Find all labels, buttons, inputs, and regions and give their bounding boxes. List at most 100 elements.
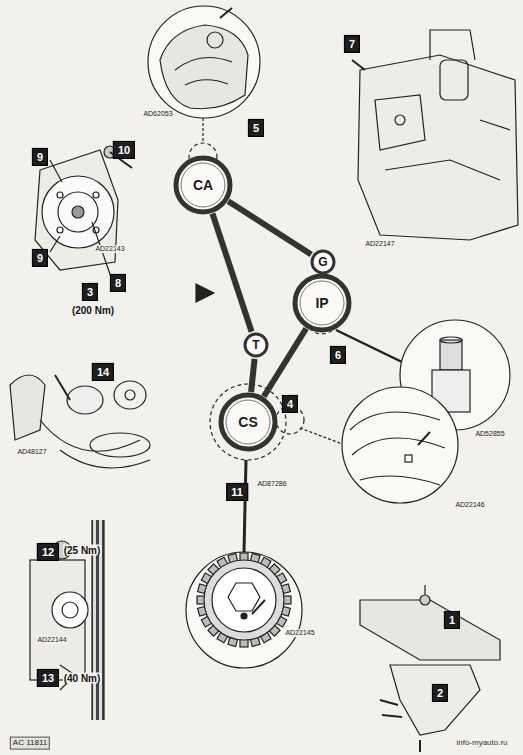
- drawing-stroke: [55, 375, 70, 400]
- drawing-stroke: [202, 118, 203, 142]
- drawing-stroke: [418, 432, 430, 445]
- drawing-stroke: [440, 337, 462, 343]
- pulley-label: CA: [193, 177, 213, 193]
- pulley: T: [242, 331, 270, 359]
- callout-number: 10: [113, 141, 135, 159]
- drawing-stroke: [207, 32, 223, 48]
- pulley-rim: [221, 395, 275, 449]
- torque-value: (25 Nm): [63, 545, 102, 556]
- cover-brackets: [360, 585, 500, 752]
- figure-code: AD87286: [256, 480, 287, 488]
- drawing-stroke: [148, 6, 260, 118]
- drawing-stroke: [360, 600, 500, 660]
- pulley: CS: [218, 392, 278, 452]
- pulley-rim: [312, 251, 334, 273]
- callout-number: 5: [248, 119, 264, 137]
- drawing-stroke: [90, 433, 150, 457]
- pulley-label: G: [318, 255, 327, 269]
- watermark: info-myauto.ru: [455, 739, 508, 748]
- drawing-stroke: [352, 60, 365, 70]
- timing-belt: [212, 213, 251, 331]
- drawing-stroke: [300, 428, 345, 445]
- drawing-stroke: [420, 595, 430, 605]
- drawing-stroke: [72, 206, 84, 218]
- callout-number: 11: [226, 483, 248, 501]
- drawing-stroke: [395, 115, 405, 125]
- pulley: IP: [292, 273, 352, 333]
- drawing-stroke: [10, 6, 518, 752]
- pulley-hub: [181, 163, 225, 207]
- callout-number: 4: [282, 395, 298, 413]
- drawing-stroke: [10, 375, 45, 440]
- figure-code: AD62053: [142, 110, 173, 118]
- drawing-stroke: [419, 740, 421, 752]
- drawing-stroke: [440, 340, 462, 370]
- timing-belt: [228, 201, 311, 254]
- callout-number: 1: [444, 611, 460, 629]
- drawing-stroke: [58, 192, 98, 232]
- callout-number: 14: [92, 363, 114, 381]
- drawing-stroke: [62, 602, 78, 618]
- pulley-hub: [300, 281, 344, 325]
- drawing-stroke: [67, 386, 103, 414]
- drawing-stroke: [160, 25, 248, 109]
- drawing-stroke: [52, 592, 88, 628]
- drawing-stroke: [57, 227, 63, 233]
- pulley: G: [309, 248, 337, 276]
- drawing-stroke: [390, 665, 480, 735]
- callout-number: 13: [37, 669, 59, 687]
- callout-number: 2: [432, 684, 448, 702]
- drawing-stroke: [430, 30, 475, 60]
- drawing-stroke: [342, 387, 458, 503]
- callout-number: 6: [330, 346, 346, 364]
- drawing-stroke: [350, 412, 445, 455]
- drawing-stroke: [204, 560, 284, 640]
- drawing-stroke: [42, 176, 114, 248]
- pulley-label: IP: [315, 295, 328, 311]
- pulley-rim: [176, 158, 230, 212]
- pulley-label: T: [252, 338, 259, 352]
- callout-number: 7: [344, 35, 360, 53]
- drawing-stroke: [197, 553, 291, 647]
- water-pump: [35, 146, 132, 280]
- drawing-stroke: [228, 583, 260, 611]
- callout-number: 12: [37, 543, 59, 561]
- direction-arrow: [196, 284, 214, 302]
- figure-code: AD52855: [474, 430, 505, 438]
- drawing-stroke: [424, 585, 425, 595]
- crank-sprocket-detail: [186, 552, 302, 668]
- drawing-stroke: [375, 95, 510, 180]
- torque-value: (40 Nm): [63, 673, 102, 684]
- drawing-stroke: [252, 600, 265, 614]
- figure-code: AD22144: [36, 636, 67, 644]
- timing-mark-detail: [342, 387, 458, 503]
- drawing-stroke: [103, 520, 104, 720]
- drawing-stroke: [382, 715, 402, 717]
- drawing-stroke: [220, 8, 232, 18]
- figure-code: AD22146: [454, 501, 485, 509]
- callout-number: 9: [32, 148, 48, 166]
- camshaft-detail: [148, 6, 260, 171]
- pulley-rim: [295, 276, 349, 330]
- pulley-rim: [245, 334, 267, 356]
- callout-number: 8: [110, 274, 126, 292]
- drawing-stroke: [186, 552, 302, 668]
- drawing-stroke: [244, 460, 246, 552]
- figure-code: AD22147: [364, 240, 395, 248]
- drawing-stroke: [93, 192, 99, 198]
- figure-number: AC 11811: [10, 737, 50, 750]
- callout-number: 3: [82, 283, 98, 301]
- drawing-stroke: [241, 613, 247, 619]
- figure-code: AD48127: [16, 448, 47, 456]
- pulley-hub: [226, 400, 270, 444]
- drawing-stroke: [57, 192, 63, 198]
- drawing-stroke: [50, 236, 60, 252]
- drawing-stroke: [40, 420, 150, 468]
- tensioner-sketch: [10, 375, 150, 468]
- figure-code: AD22143: [94, 245, 125, 253]
- timing-belt: [251, 359, 254, 392]
- drawing-stroke: [405, 455, 412, 462]
- figure-code: AD22145: [284, 629, 315, 637]
